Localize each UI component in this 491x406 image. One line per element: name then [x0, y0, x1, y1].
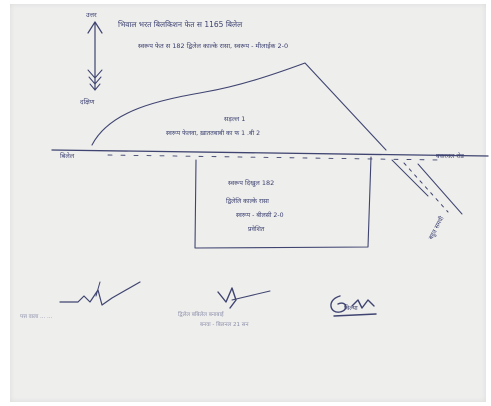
lower-plot-line-1: स्वरूप दिखुल 182 — [228, 179, 274, 187]
side-road-line-1 — [391, 159, 429, 197]
upper-plot-sublabel: स्वरूप फेलवा, ख़ाततबाबी का फ 1 .बी 2 — [166, 129, 260, 137]
road-dashes — [107, 154, 441, 161]
lower-plot-boundary — [194, 156, 372, 249]
sketch-paper — [10, 4, 486, 402]
left-signature — [59, 281, 141, 306]
road-line — [51, 149, 489, 157]
road-right-label: बकरवल रोड — [436, 152, 465, 160]
lower-plot-line-2: द्विलेलि काल्के रासा — [226, 197, 269, 205]
road-left-label: बिलेल — [60, 152, 75, 160]
footer-left-caption: पत्त वाला ... ... — [20, 314, 53, 320]
header-line-1: भिवाल भरत बिलकिशन फेत स 1165 बिलेल — [118, 20, 243, 29]
compass-top-label: उत्तर — [86, 11, 97, 19]
footer-center-caption-2: बनवा - बिलनल 21 सन — [200, 321, 249, 328]
side-road-label: बहुत समवी — [427, 215, 446, 241]
center-signature — [217, 287, 271, 309]
right-signature: विल्या — [330, 295, 377, 317]
right-signature-text: विल्या — [344, 304, 358, 312]
footer-center-caption-1: द्विलेल बबिलेल बनाबाई — [178, 311, 225, 318]
compass-arrow-icon: उत्तर दक्षिण — [80, 11, 103, 106]
lower-plot-line-3: स्वरूप - बीलसी 2-0 — [236, 211, 284, 219]
header-line-2: स्वरूप फेत स 182 द्विलेल काल्के रासा, स्… — [138, 42, 288, 50]
side-road-line-2 — [403, 162, 449, 213]
lower-plot-line-4: प्रवेशित — [248, 225, 265, 233]
side-road-line-3 — [417, 163, 463, 215]
compass-bottom-label: दक्षिण — [80, 98, 95, 106]
upper-plot-boundary — [91, 62, 387, 151]
upper-plot-label: सड़ल्ल 1 — [224, 115, 245, 123]
